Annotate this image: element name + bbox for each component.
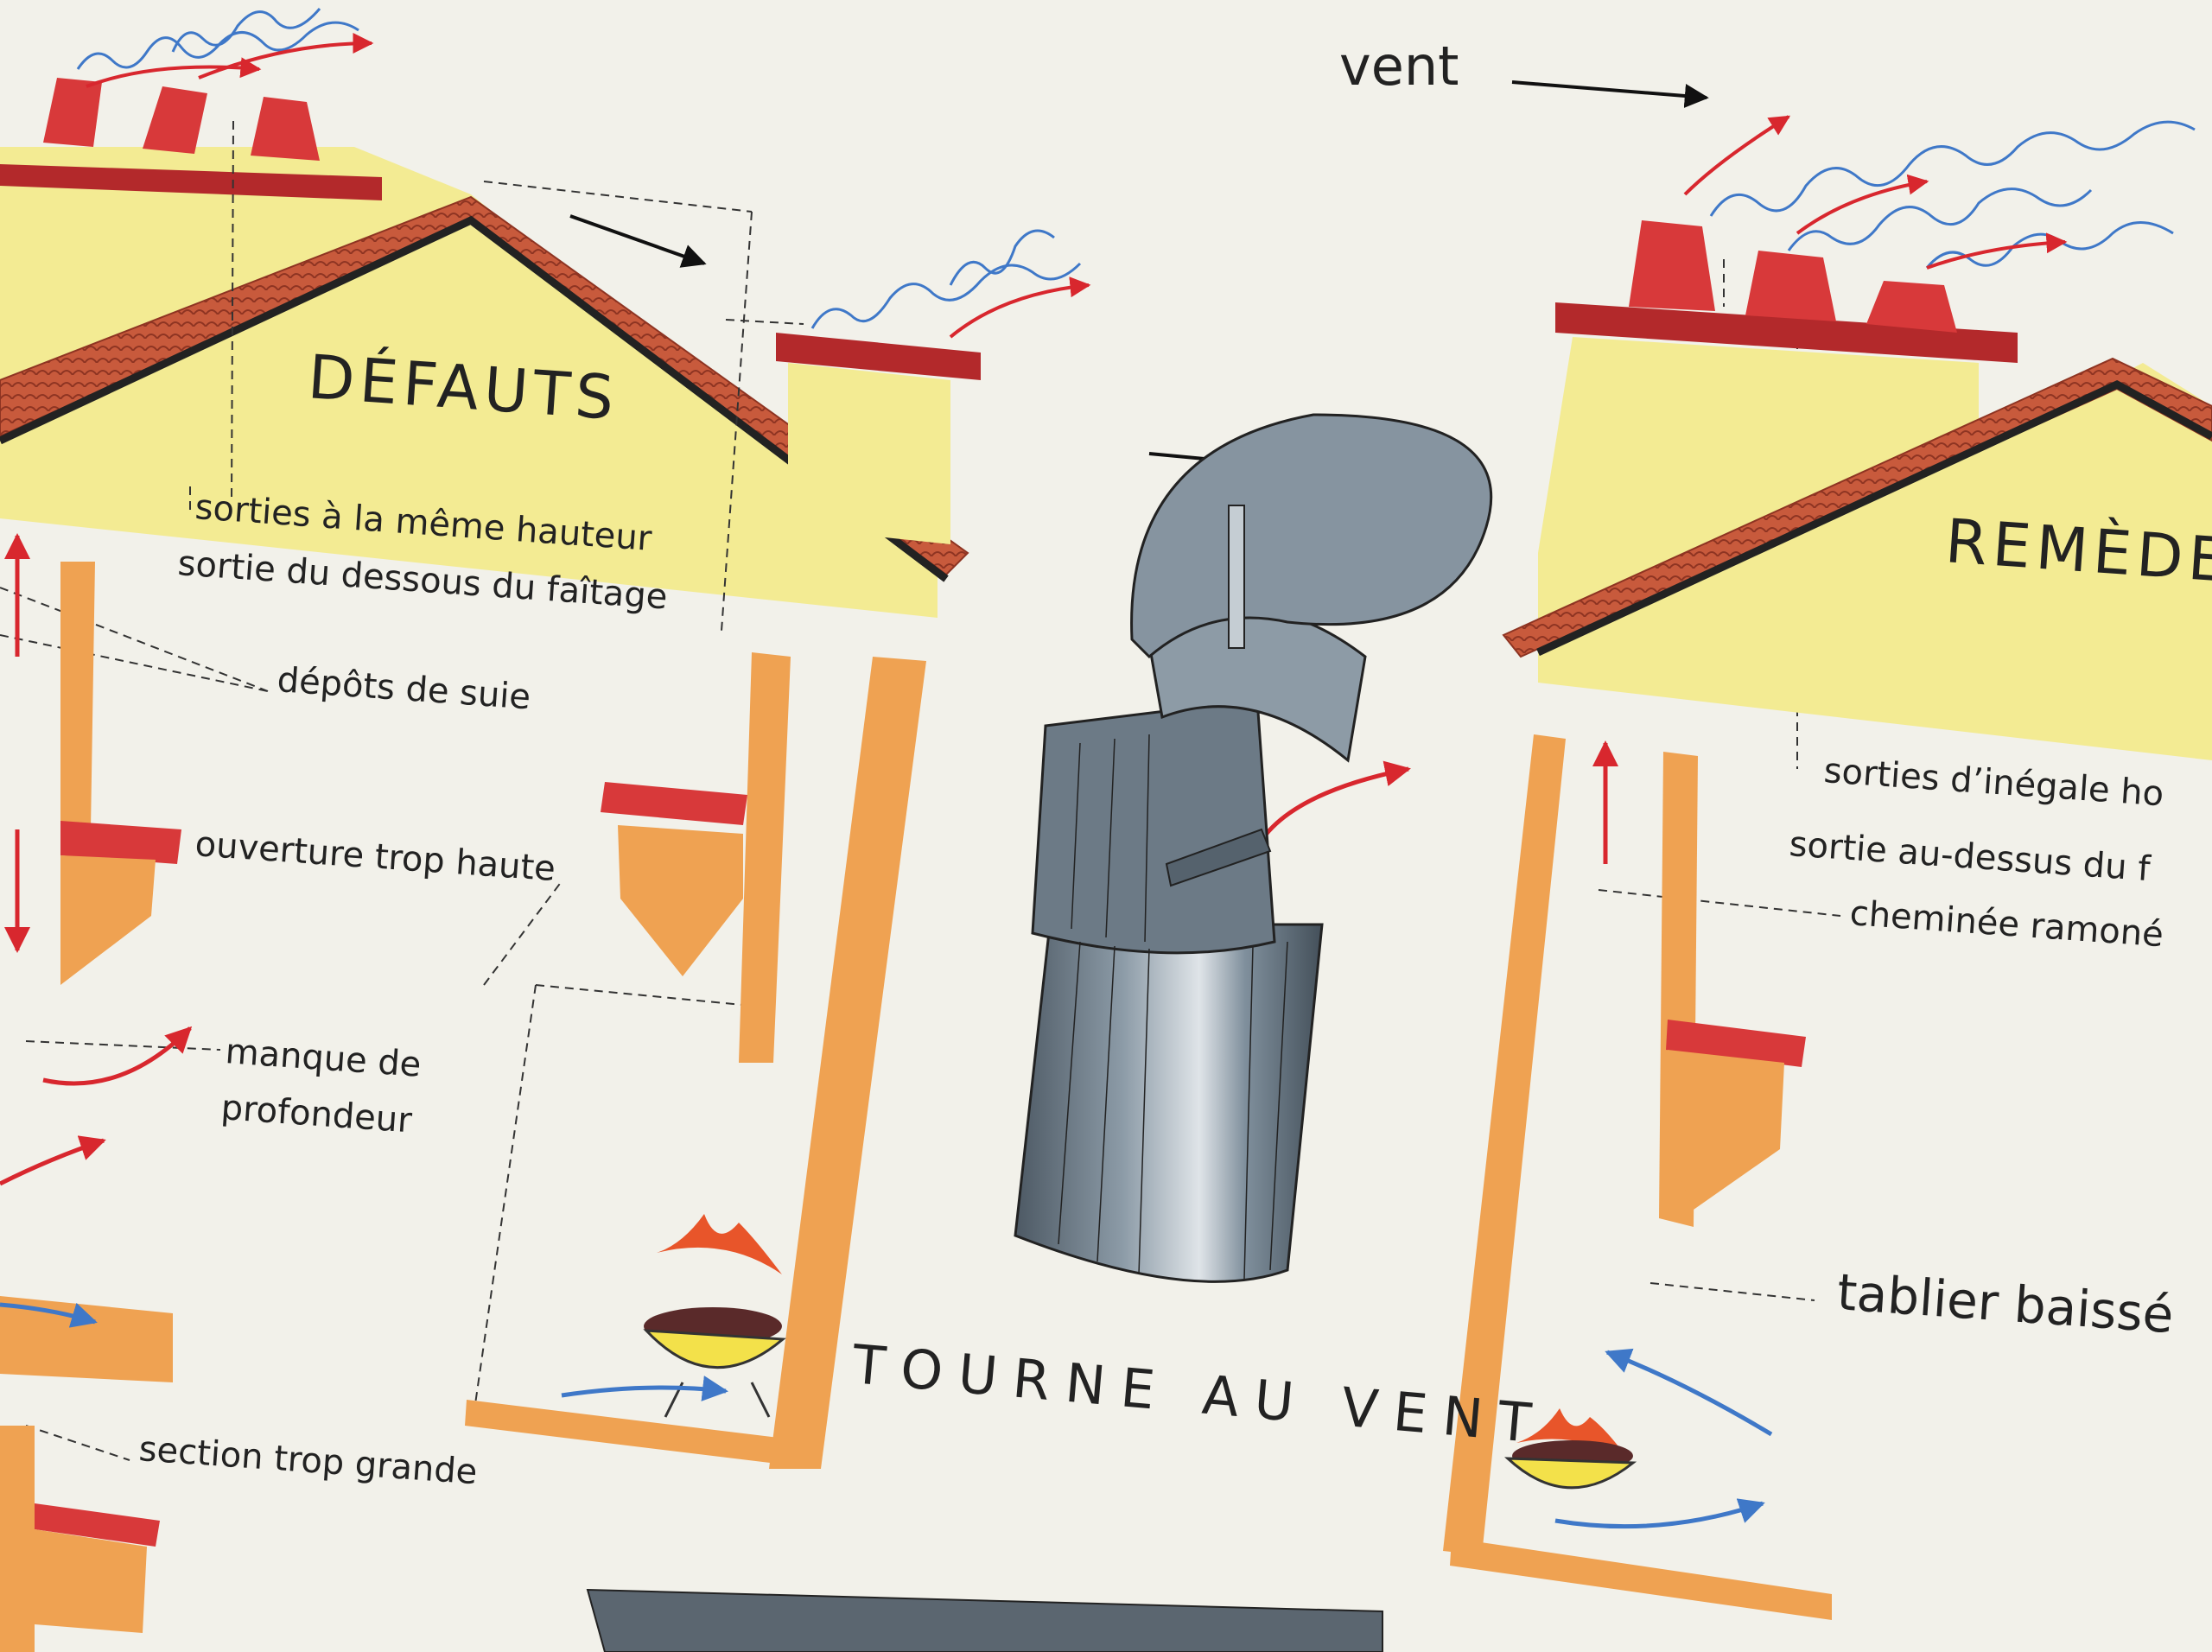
fire-basket — [643, 1214, 786, 1418]
label-apron-lowered: tablier baissé — [1835, 1262, 2176, 1344]
defauts-chimney-pot — [143, 86, 207, 154]
exhaust-arrows — [86, 33, 2068, 339]
label-section: section trop grande — [137, 1429, 479, 1492]
remedes-flue — [1443, 734, 1832, 1620]
label-swept: cheminée ramoné — [1848, 893, 2164, 955]
heading-tourne-au-vent: TOURNE AU VENT — [849, 1332, 1549, 1456]
label-opening-high: ouverture trop haute — [194, 824, 556, 889]
airflow-arrows — [0, 533, 1773, 1529]
smoke-swirls — [76, 8, 2196, 329]
label-unequal-outlets: sorties d’inégale ho — [1822, 751, 2164, 814]
rotating-cowl — [1014, 413, 1493, 1283]
label-vent: vent — [1339, 35, 1459, 98]
defauts-flue-3 — [0, 1426, 160, 1652]
defauts-chimney-pot — [43, 78, 102, 147]
label-lack-depth-2: profondeur — [219, 1088, 413, 1141]
bottom-box — [586, 1588, 1383, 1652]
remedes-chimney-pot — [1866, 281, 1957, 333]
defauts-house — [0, 78, 981, 618]
defauts-flue-2 — [465, 652, 926, 1469]
label-lack-depth-1: manque de — [224, 1032, 423, 1085]
label-above-ridge: sortie au-dessus du f — [1788, 824, 2152, 889]
defauts-chimney-pot — [251, 97, 320, 161]
remedes-chimney-pot — [1745, 251, 1836, 321]
defauts-flue-1 — [0, 562, 181, 1382]
remedes-chimney-pot — [1629, 220, 1715, 311]
label-soot: dépôts de suie — [276, 660, 531, 717]
remedes-house — [1502, 220, 2212, 760]
fire-basket — [1504, 1408, 1637, 1490]
